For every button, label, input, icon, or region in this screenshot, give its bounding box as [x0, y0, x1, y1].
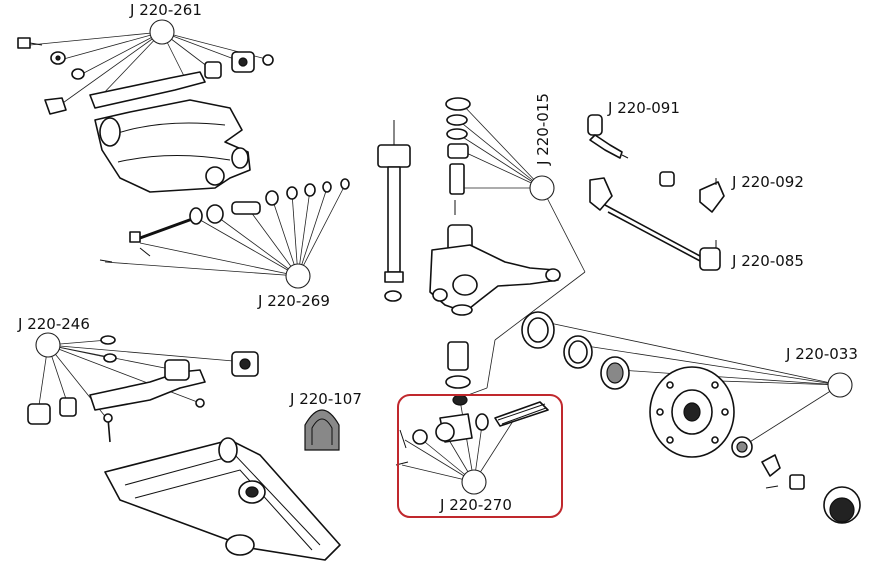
- callout-hub-j220-261: [149, 19, 175, 45]
- callout-hub-j220-270: [461, 469, 487, 495]
- callout-label-j220-085: J 220-085: [731, 252, 804, 270]
- callout-hub-j220-015: [529, 175, 555, 201]
- callout-label-j220-246: J 220-246: [17, 315, 90, 333]
- callout-label-j220-261: J 220-261: [129, 1, 202, 19]
- upper-control-arm-group: [17, 37, 274, 193]
- callout-label-j220-033: J 220-033: [785, 345, 858, 363]
- callout-label-j220-107: J 220-107: [289, 390, 362, 408]
- tie-rod-group: [587, 114, 725, 271]
- callout-hub-j220-269: [285, 263, 311, 289]
- callout-hub-j220-033: [827, 372, 853, 398]
- callout-label-j220-269: J 220-269: [257, 292, 330, 310]
- callout-label-j220-270: J 220-270: [439, 496, 512, 514]
- callout-hub-j220-246: [35, 332, 61, 358]
- kingpin-group: [377, 97, 471, 302]
- steering-knuckle-group: [429, 224, 561, 389]
- highlight-box: [397, 394, 563, 518]
- lower-bushing-kit-group: [99, 178, 350, 263]
- callout-label-j220-091: J 220-091: [607, 99, 680, 117]
- callout-labels: J 220-261 J 220-269 J 220-246 J 220-107 …: [17, 1, 858, 514]
- callout-hubs: [35, 19, 853, 495]
- bump-stop-group: [304, 409, 340, 451]
- wheel-hub-group: [521, 311, 861, 524]
- highlighted-spindle-bolt-group: [395, 394, 549, 466]
- lower-control-arm-group: [27, 335, 341, 561]
- callout-label-j220-015: J 220-015: [534, 93, 552, 166]
- callout-label-j220-092: J 220-092: [731, 173, 804, 191]
